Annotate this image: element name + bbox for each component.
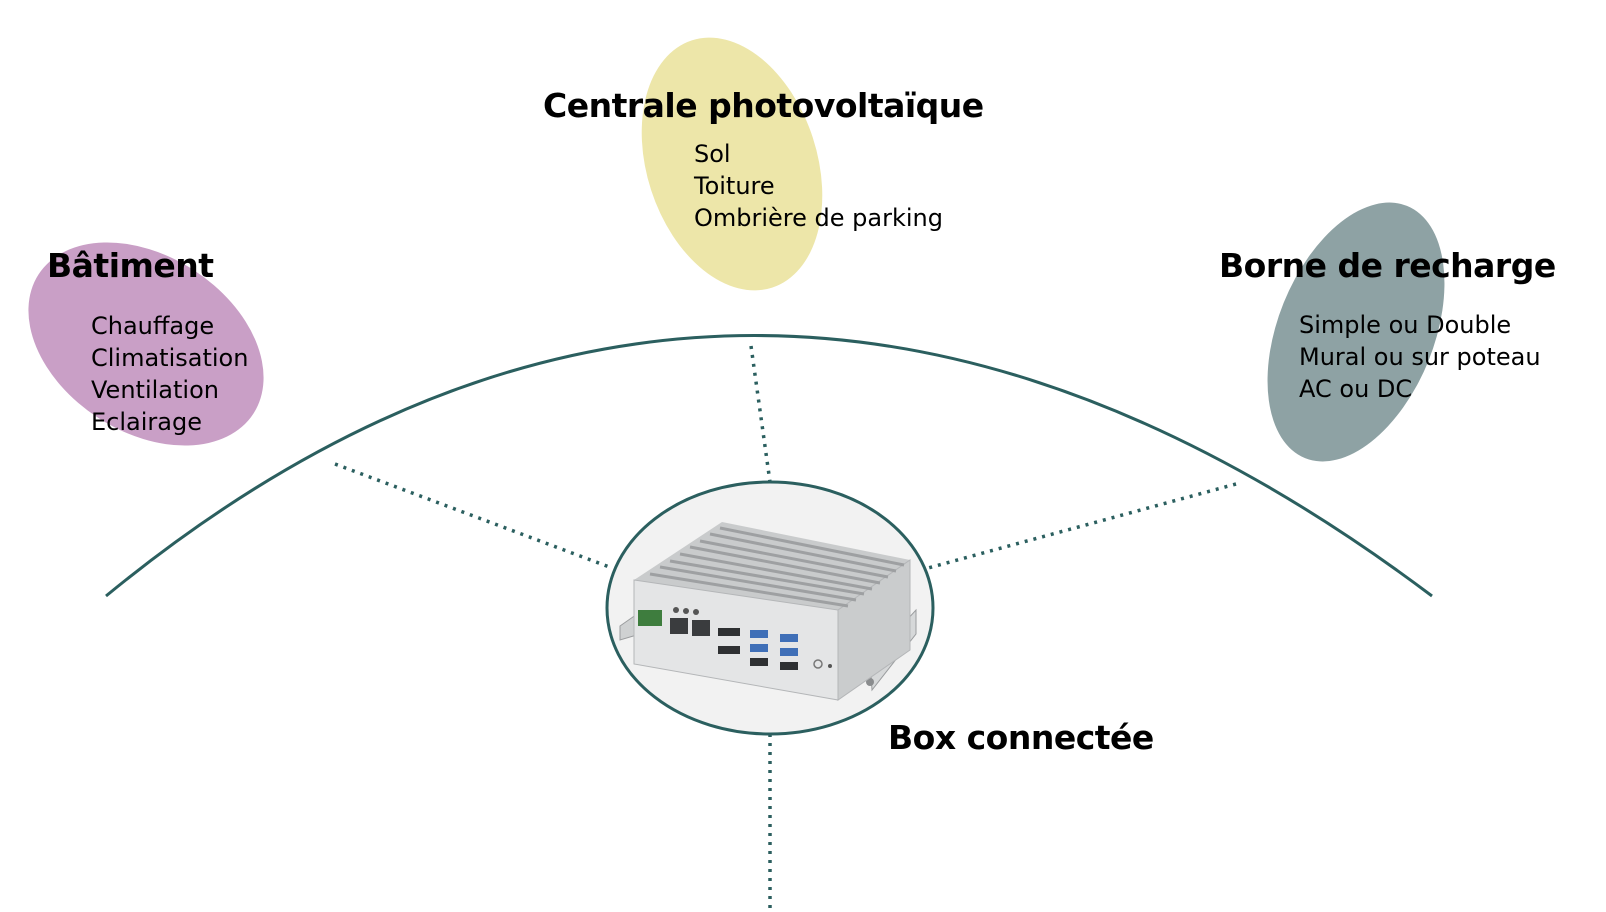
photovoltaique-item: Toiture bbox=[694, 172, 775, 200]
connector-batiment bbox=[334, 462, 613, 570]
connector-photovoltaique bbox=[749, 345, 772, 483]
batiment-blob bbox=[28, 242, 264, 446]
industrial-pc-icon bbox=[619, 522, 917, 701]
box-title: Box connectée bbox=[888, 718, 1154, 757]
photovoltaique-blob bbox=[641, 37, 823, 291]
batiment-items: Chauffage Climatisation Ventilation Ecla… bbox=[91, 310, 248, 438]
borne-title: Borne de recharge bbox=[1219, 246, 1556, 285]
batiment-item: Climatisation bbox=[91, 344, 249, 372]
photovoltaique-title: Centrale photovoltaïque bbox=[543, 86, 984, 125]
batiment-item: Ventilation bbox=[91, 376, 219, 404]
photovoltaique-item: Ombrière de parking bbox=[694, 204, 943, 232]
borne-items: Simple ou Double Mural ou sur poteau AC … bbox=[1299, 309, 1541, 405]
borne-blob bbox=[1267, 202, 1445, 462]
borne-item: Simple ou Double bbox=[1299, 311, 1512, 339]
borne-item: Mural ou sur poteau bbox=[1299, 343, 1541, 371]
photovoltaique-items: Sol Toiture Ombrière de parking bbox=[694, 138, 943, 234]
connector-borne bbox=[927, 482, 1237, 570]
photovoltaique-item: Sol bbox=[694, 140, 731, 168]
connection-arc bbox=[105, 334, 1433, 598]
borne-item: AC ou DC bbox=[1299, 375, 1413, 403]
batiment-item: Chauffage bbox=[91, 312, 215, 340]
batiment-title: Bâtiment bbox=[47, 246, 214, 285]
batiment-item: Eclairage bbox=[91, 408, 202, 436]
